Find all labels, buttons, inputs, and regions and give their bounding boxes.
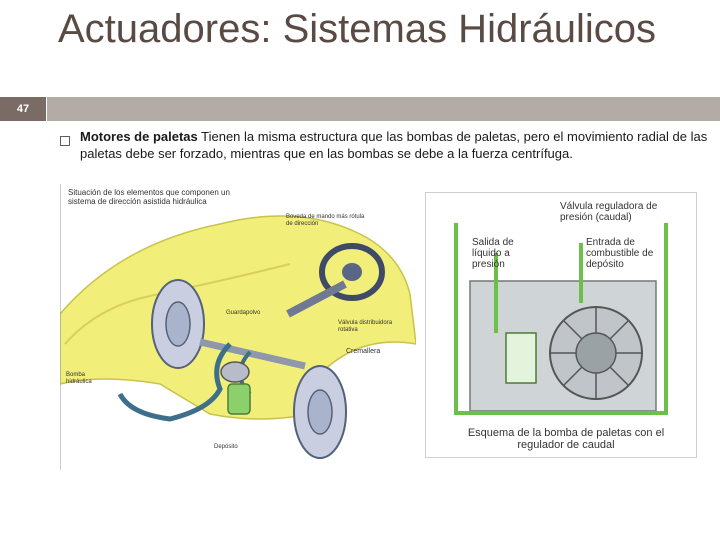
label-entrada: Entrada de combustible de depósito	[586, 237, 666, 270]
label-cremallera: Cremallera	[346, 348, 380, 355]
label-guardapolvo: Guardapolvo	[226, 310, 260, 316]
left-band	[0, 0, 47, 540]
vane-pump-drawing	[426, 193, 696, 457]
left-figure-caption: Situación de los elementos que componen …	[68, 188, 258, 206]
right-figure-caption: Esquema de la bomba de paletas con el re…	[456, 427, 676, 451]
bullet-icon	[60, 136, 70, 146]
slide-number: 47	[0, 97, 46, 121]
slide-title: Actuadores: Sistemas Hidráulicos	[58, 6, 698, 52]
vane-pump-schematic: Válvula reguladora de presión (caudal) S…	[425, 192, 697, 458]
label-valvula-distribuidora: Válvula distribuidora rotativa	[338, 320, 408, 334]
bullet-text: Motores de paletas Tienen la misma estru…	[80, 128, 710, 162]
bullet-bold: Motores de paletas	[80, 129, 198, 144]
title-rule	[47, 97, 720, 121]
label-salida: Salida de líquido a presión	[472, 237, 528, 270]
steering-system-illustration: Situación de los elementos que componen …	[60, 184, 416, 470]
label-boveda: Boveda de mando más rótula de dirección	[286, 214, 366, 228]
label-deposito: Depósito	[214, 444, 238, 450]
label-valvula-reguladora: Válvula reguladora de presión (caudal)	[560, 201, 690, 223]
label-bomba: Bomba hidráulica	[66, 372, 110, 386]
